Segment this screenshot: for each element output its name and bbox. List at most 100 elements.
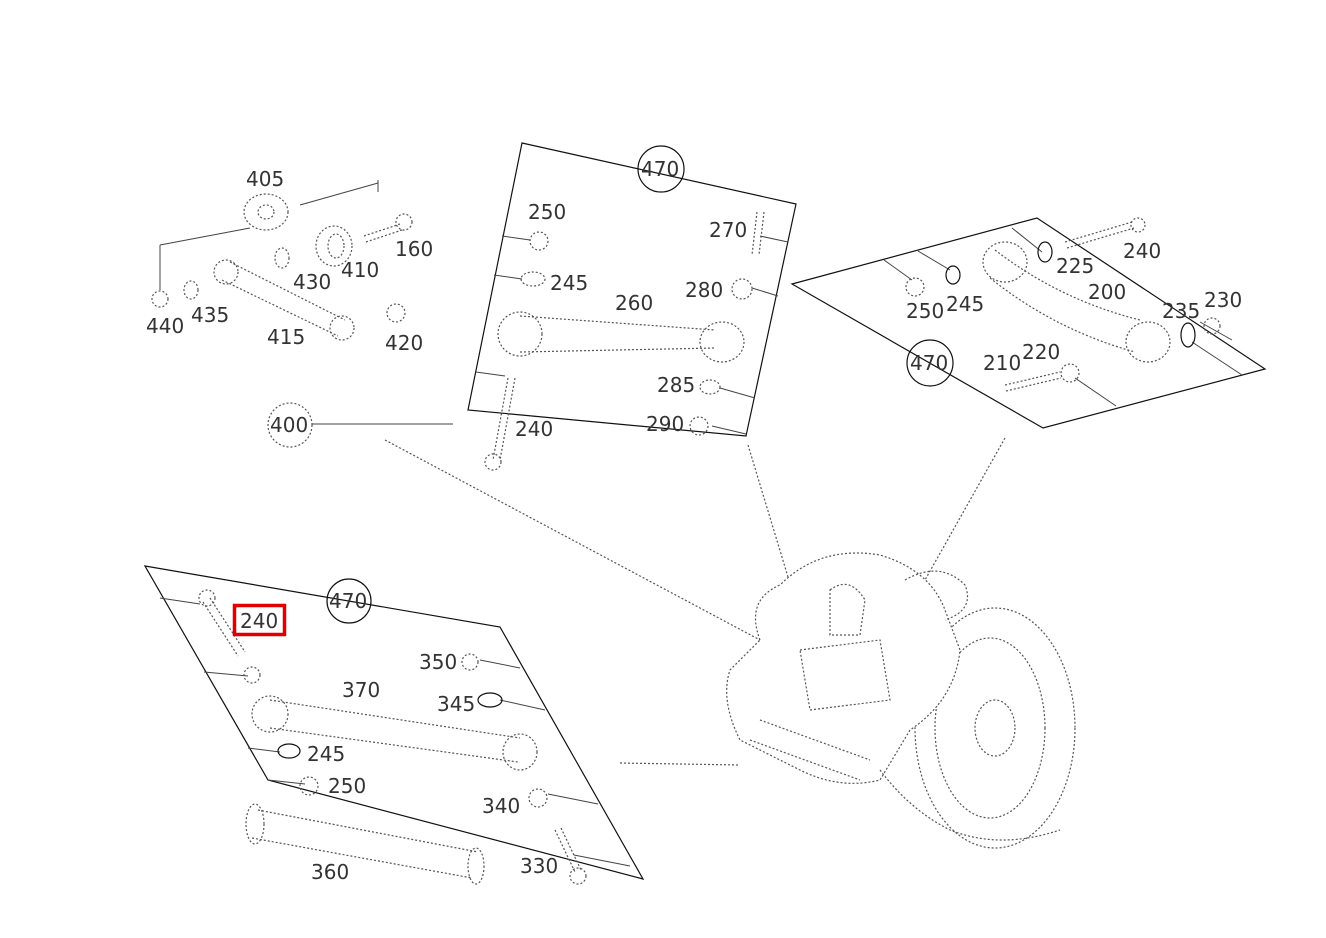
callout-470[interactable]: 470 <box>329 589 367 613</box>
callout-440[interactable]: 440 <box>146 314 184 338</box>
part-430-shape <box>274 247 290 269</box>
callout-240[interactable]: 240 <box>240 609 278 633</box>
part-360-shape <box>251 809 479 879</box>
part-415-shape <box>221 261 346 337</box>
leader-line <box>159 180 379 290</box>
part-405-inner <box>257 204 275 220</box>
part-210-shape <box>1004 371 1062 392</box>
panel-frame <box>467 142 797 437</box>
part-415-end-a <box>213 259 239 285</box>
wheel-carrier <box>726 552 961 784</box>
part-260-end-b <box>699 321 745 363</box>
part-340-shape <box>528 788 548 808</box>
part-225-shape <box>1037 241 1053 263</box>
part-200-shape <box>989 249 1141 353</box>
callout-245[interactable]: 245 <box>307 742 345 766</box>
group-strut-mount: 405 160 430 410 440 435 415 420 400 <box>146 167 453 448</box>
callout-280[interactable]: 280 <box>685 278 723 302</box>
callout-400[interactable]: 400 <box>270 413 308 437</box>
part-470-marker <box>326 578 372 624</box>
part-285-shape <box>699 379 721 395</box>
carrier-detail <box>749 719 871 781</box>
callout-370[interactable]: 370 <box>342 678 380 702</box>
part-370-end-b <box>502 733 538 771</box>
part-250-shape <box>299 776 319 796</box>
leader-line <box>711 235 789 435</box>
panel-frame <box>143 565 645 880</box>
callout-230[interactable]: 230 <box>1204 288 1242 312</box>
callout-340[interactable]: 340 <box>482 794 520 818</box>
guide-line <box>619 762 741 766</box>
part-415-end-b <box>329 315 355 341</box>
part-270-shape <box>751 211 765 256</box>
part-410-shape <box>315 225 353 267</box>
callout-260[interactable]: 260 <box>615 291 653 315</box>
part-250-shape <box>529 231 549 251</box>
callout-240[interactable]: 240 <box>515 417 553 441</box>
callout-220[interactable]: 220 <box>1022 340 1060 364</box>
part-360-end-b <box>467 847 485 885</box>
part-440-shape <box>151 290 169 308</box>
guide-line <box>924 437 1006 581</box>
callout-470[interactable]: 470 <box>910 351 948 375</box>
callout-270[interactable]: 270 <box>709 218 747 242</box>
part-260-shape <box>519 315 716 353</box>
callout-225[interactable]: 225 <box>1056 254 1094 278</box>
callout-345[interactable]: 345 <box>437 692 475 716</box>
part-420-shape <box>386 303 406 323</box>
callout-360[interactable]: 360 <box>311 860 349 884</box>
part-260-end-a <box>497 311 543 357</box>
part-235-shape <box>1180 322 1196 348</box>
guide-line <box>384 439 761 641</box>
part-200-end-b <box>1125 321 1171 363</box>
callout-250[interactable]: 250 <box>906 299 944 323</box>
highlight-box-240[interactable] <box>232 603 287 637</box>
callout-410[interactable]: 410 <box>341 258 379 282</box>
group-rear-arm-panel: 240 225 200 250 245 235 230 470 210 220 <box>790 217 1267 429</box>
callout-250[interactable]: 250 <box>528 200 566 224</box>
group-lower-arm-panel: 470 240 350 370 345 245 250 340 360 330 <box>143 565 645 885</box>
part-240-nut <box>243 666 261 684</box>
callout-240[interactable]: 240 <box>1123 239 1161 263</box>
part-240-shape <box>492 377 516 461</box>
part-400-marker <box>267 402 313 448</box>
part-240-head <box>1130 217 1146 233</box>
callout-210[interactable]: 210 <box>983 351 1021 375</box>
part-245-shape <box>945 265 961 285</box>
part-200-end-a <box>982 241 1028 283</box>
callout-415[interactable]: 415 <box>267 325 305 349</box>
callout-235[interactable]: 235 <box>1162 299 1200 323</box>
callout-200[interactable]: 200 <box>1088 280 1126 304</box>
leader-line <box>883 227 1243 407</box>
callout-405[interactable]: 405 <box>246 167 284 191</box>
callout-160[interactable]: 160 <box>395 237 433 261</box>
part-345-shape <box>477 692 503 708</box>
part-360-end-a <box>245 803 265 845</box>
part-280-shape <box>731 278 753 300</box>
carrier-detail <box>879 769 1061 841</box>
part-330-head <box>569 867 587 885</box>
part-470-marker <box>637 145 685 193</box>
part-410-inner <box>327 233 345 259</box>
part-350-shape <box>461 653 479 671</box>
part-405-shape <box>243 193 289 231</box>
part-470-marker <box>906 339 954 387</box>
callout-435[interactable]: 435 <box>191 303 229 327</box>
callout-285[interactable]: 285 <box>657 373 695 397</box>
callout-470[interactable]: 470 <box>641 157 679 181</box>
leader-line <box>475 235 531 377</box>
callout-290[interactable]: 290 <box>646 412 684 436</box>
callout-245[interactable]: 245 <box>946 292 984 316</box>
callout-430[interactable]: 430 <box>293 270 331 294</box>
callout-250[interactable]: 250 <box>328 774 366 798</box>
part-230-shape <box>1203 317 1221 335</box>
axle-assembly <box>384 437 1076 849</box>
callout-245[interactable]: 245 <box>550 271 588 295</box>
part-250-shape <box>905 277 925 297</box>
callout-420[interactable]: 420 <box>385 331 423 355</box>
part-240-shape <box>202 597 246 657</box>
callout-330[interactable]: 330 <box>520 854 558 878</box>
part-290-shape <box>689 416 709 436</box>
part-370-end-a <box>251 695 289 733</box>
callout-350[interactable]: 350 <box>419 650 457 674</box>
